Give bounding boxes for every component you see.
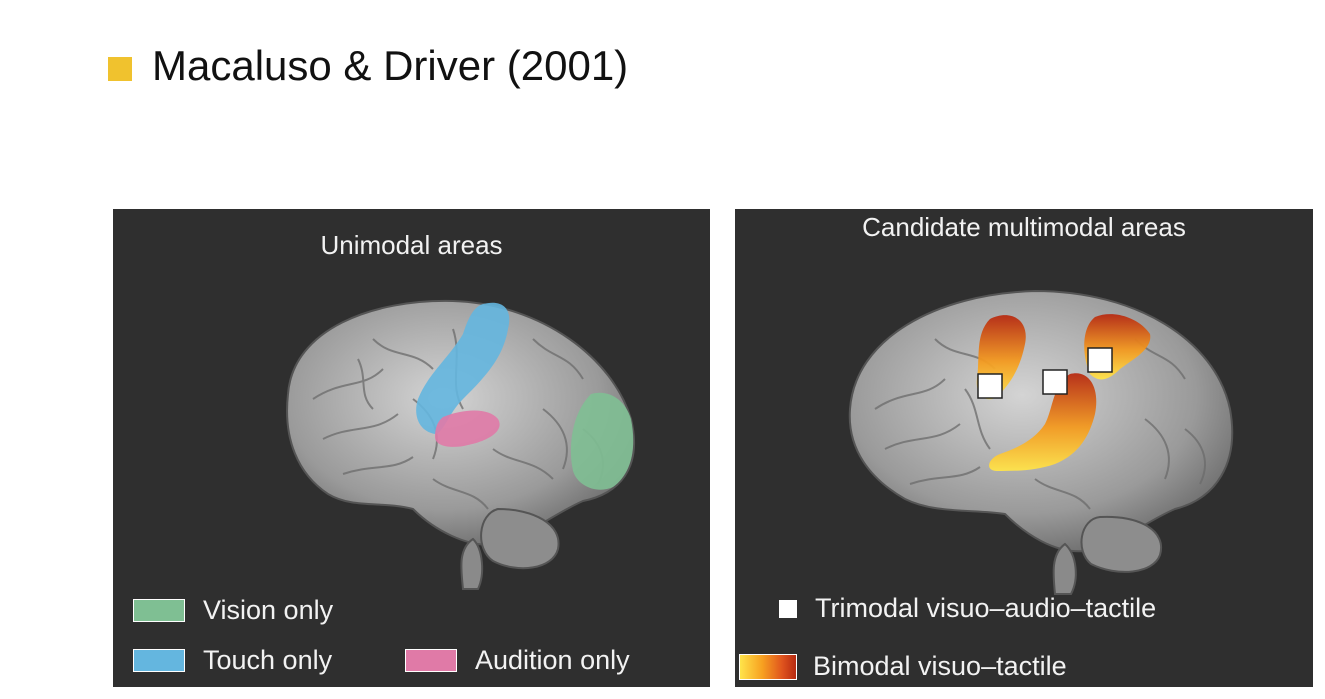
audition-swatch-icon xyxy=(405,649,457,672)
legend-touch-label: Touch only xyxy=(203,645,333,675)
legend-vision-label: Vision only xyxy=(203,595,334,625)
trimodal-marker-1 xyxy=(977,373,1003,399)
brain-image-multimodal xyxy=(848,289,1234,595)
brain-image-unimodal xyxy=(286,299,636,590)
legend-trimodal-label: Trimodal visuo–audio–tactile xyxy=(815,593,1157,623)
multimodal-panel: Candidate multimodal areas xyxy=(735,209,1313,687)
legend-vision-only: Vision only xyxy=(133,595,333,626)
legend-audition-only: Audition only xyxy=(405,645,630,676)
touch-swatch-icon xyxy=(133,649,185,672)
legend-touch-only: Touch only xyxy=(133,645,332,676)
trimodal-marker-2 xyxy=(1042,369,1068,395)
vision-swatch-icon xyxy=(133,599,185,622)
legend-bimodal: Bimodal visuo–tactile xyxy=(739,651,1067,682)
legend-bimodal-label: Bimodal visuo–tactile xyxy=(813,651,1067,681)
slide-title: Macaluso & Driver (2001) xyxy=(152,42,629,89)
multimodal-panel-title: Candidate multimodal areas xyxy=(862,212,1186,242)
unimodal-panel: Unimodal areas xyxy=(113,209,710,687)
legend-trimodal: Trimodal visuo–audio–tactile xyxy=(779,593,1156,624)
square-bullet-icon xyxy=(108,57,132,81)
white-square-icon xyxy=(779,599,797,618)
legend-audition-label: Audition only xyxy=(475,645,630,675)
unimodal-panel-title: Unimodal areas xyxy=(320,230,503,260)
gradient-swatch-icon xyxy=(739,653,797,680)
trimodal-marker-3 xyxy=(1087,347,1113,373)
